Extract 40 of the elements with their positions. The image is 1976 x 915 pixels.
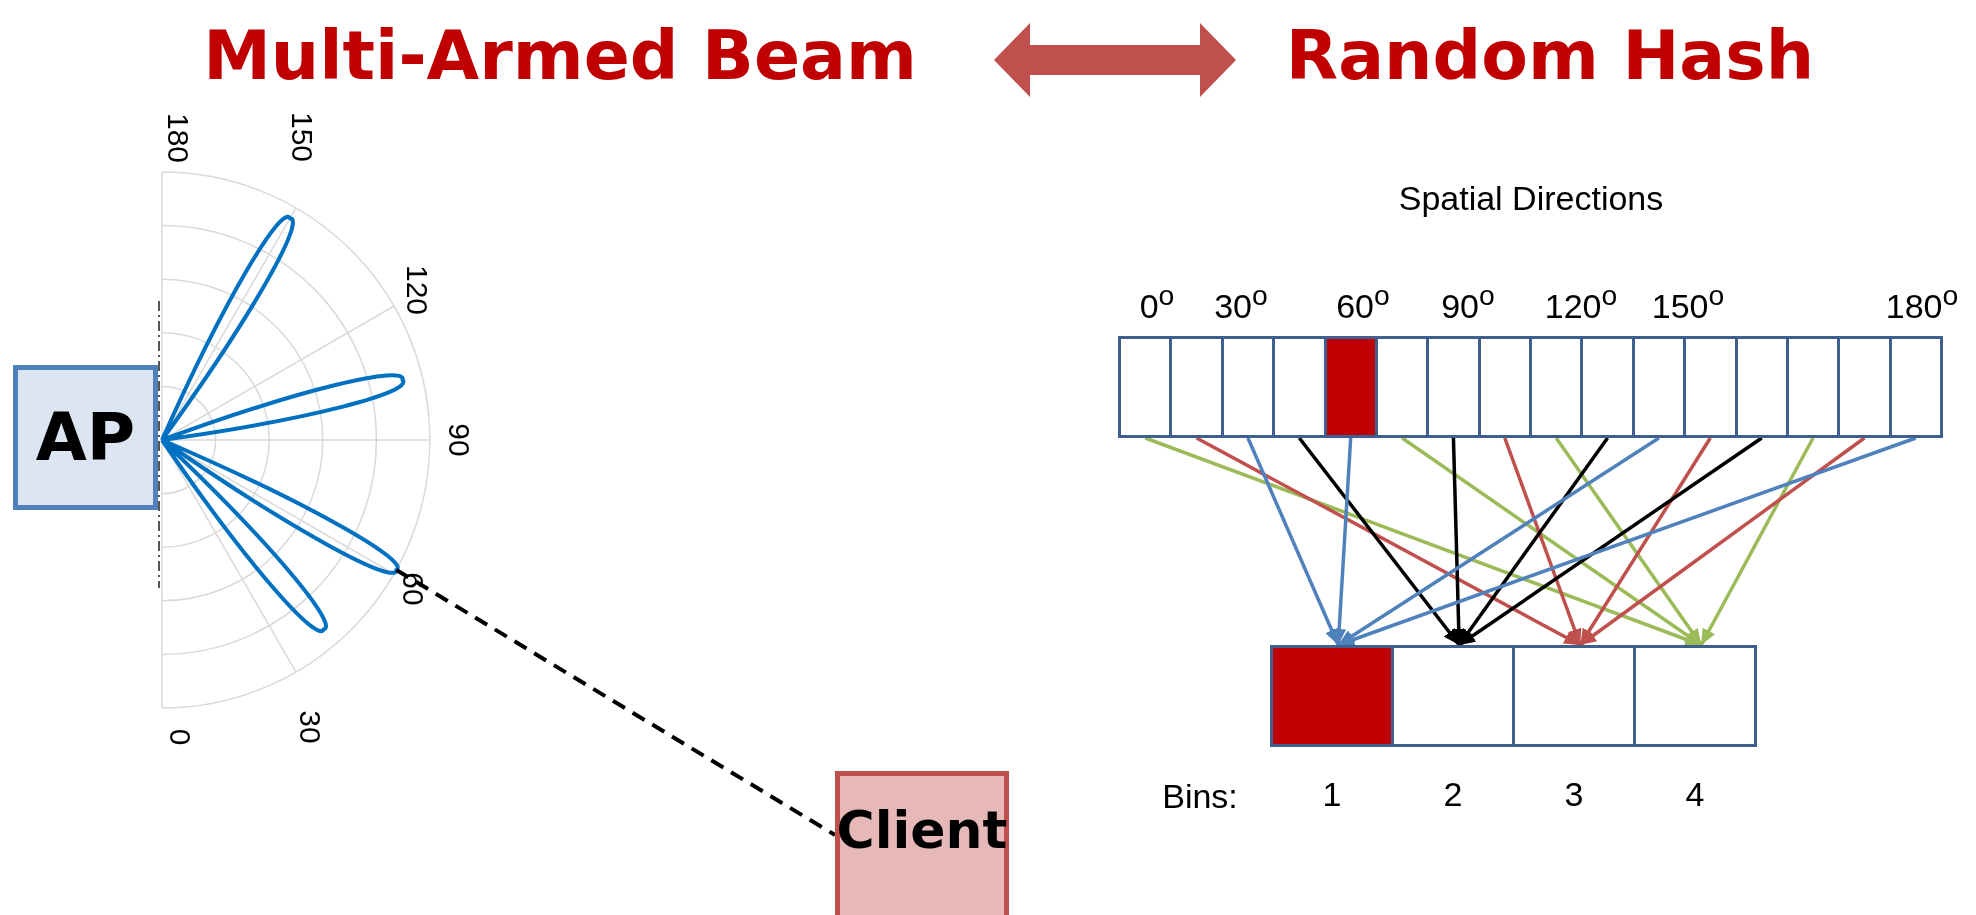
- angle-tick-label: 90: [444, 423, 474, 457]
- degree-label: 60$^{o}$: [1336, 281, 1390, 323]
- arrow: [1554, 437, 1703, 646]
- degree-label: 180$^{o}$: [1885, 281, 1959, 323]
- angle-tick-label: 0: [165, 728, 195, 746]
- device-box: AP: [13, 365, 158, 510]
- direction-cell: [1169, 336, 1224, 438]
- heading-text: Random Hash: [1270, 22, 1830, 98]
- degree-label: 120$^{o}$: [1544, 281, 1618, 323]
- double-arrow: [994, 23, 1236, 97]
- arrow: [1246, 437, 1340, 646]
- bin-number: 2: [1442, 777, 1464, 811]
- bin-cell: [1270, 645, 1394, 747]
- device-box: Client: [835, 771, 1009, 915]
- bin-number: 1: [1321, 777, 1343, 811]
- dashed-line: [395, 568, 837, 837]
- caption-text: Spatial Directions: [1398, 181, 1664, 215]
- bin-number: 4: [1684, 777, 1706, 811]
- angle-tick-label: 120: [402, 264, 432, 316]
- direction-cell: [1837, 336, 1892, 438]
- direction-cell: [1426, 336, 1481, 438]
- bin-cell: [1633, 645, 1757, 747]
- bin-number: 3: [1563, 777, 1585, 811]
- degree-label: 90$^{o}$: [1441, 281, 1495, 323]
- degree-label: 0$^{o}$: [1139, 281, 1175, 323]
- arrow: [1503, 437, 1582, 646]
- heading-text: Multi-Armed Beam: [160, 22, 960, 98]
- angle-tick-label: 150: [287, 111, 317, 163]
- bin-cell: [1512, 645, 1636, 747]
- angle-tick-label: 180: [163, 112, 193, 164]
- angle-tick-label: 30: [295, 710, 325, 744]
- degree-label: 150$^{o}$: [1651, 281, 1725, 323]
- direction-cell: [1272, 336, 1327, 438]
- arrow: [1699, 437, 1815, 646]
- degree-label: 30$^{o}$: [1214, 281, 1268, 323]
- bin-cell: [1391, 645, 1515, 747]
- arrow: [1332, 437, 1353, 646]
- direction-cell: [1580, 336, 1635, 438]
- axis-label: Bins:: [1162, 779, 1238, 813]
- direction-cell: [1683, 336, 1738, 438]
